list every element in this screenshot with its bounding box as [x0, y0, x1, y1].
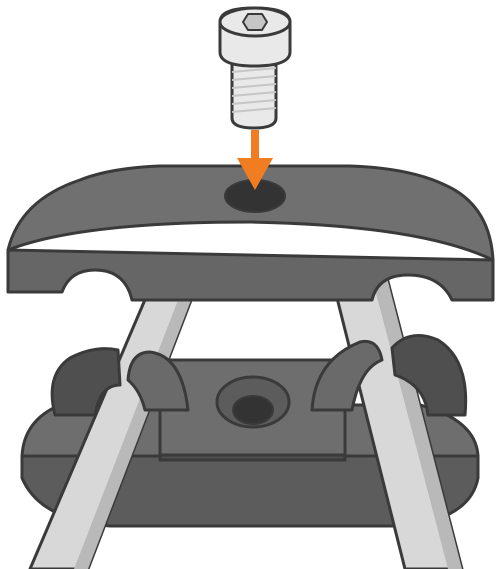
- arrow-shaft: [251, 130, 259, 162]
- screw-hex-socket: [243, 14, 267, 30]
- base-counterbore-inner: [233, 396, 273, 424]
- upper-clamp: [8, 166, 493, 300]
- upper-clamp-front: [8, 250, 493, 300]
- hex-socket-cap-screw: [220, 8, 290, 128]
